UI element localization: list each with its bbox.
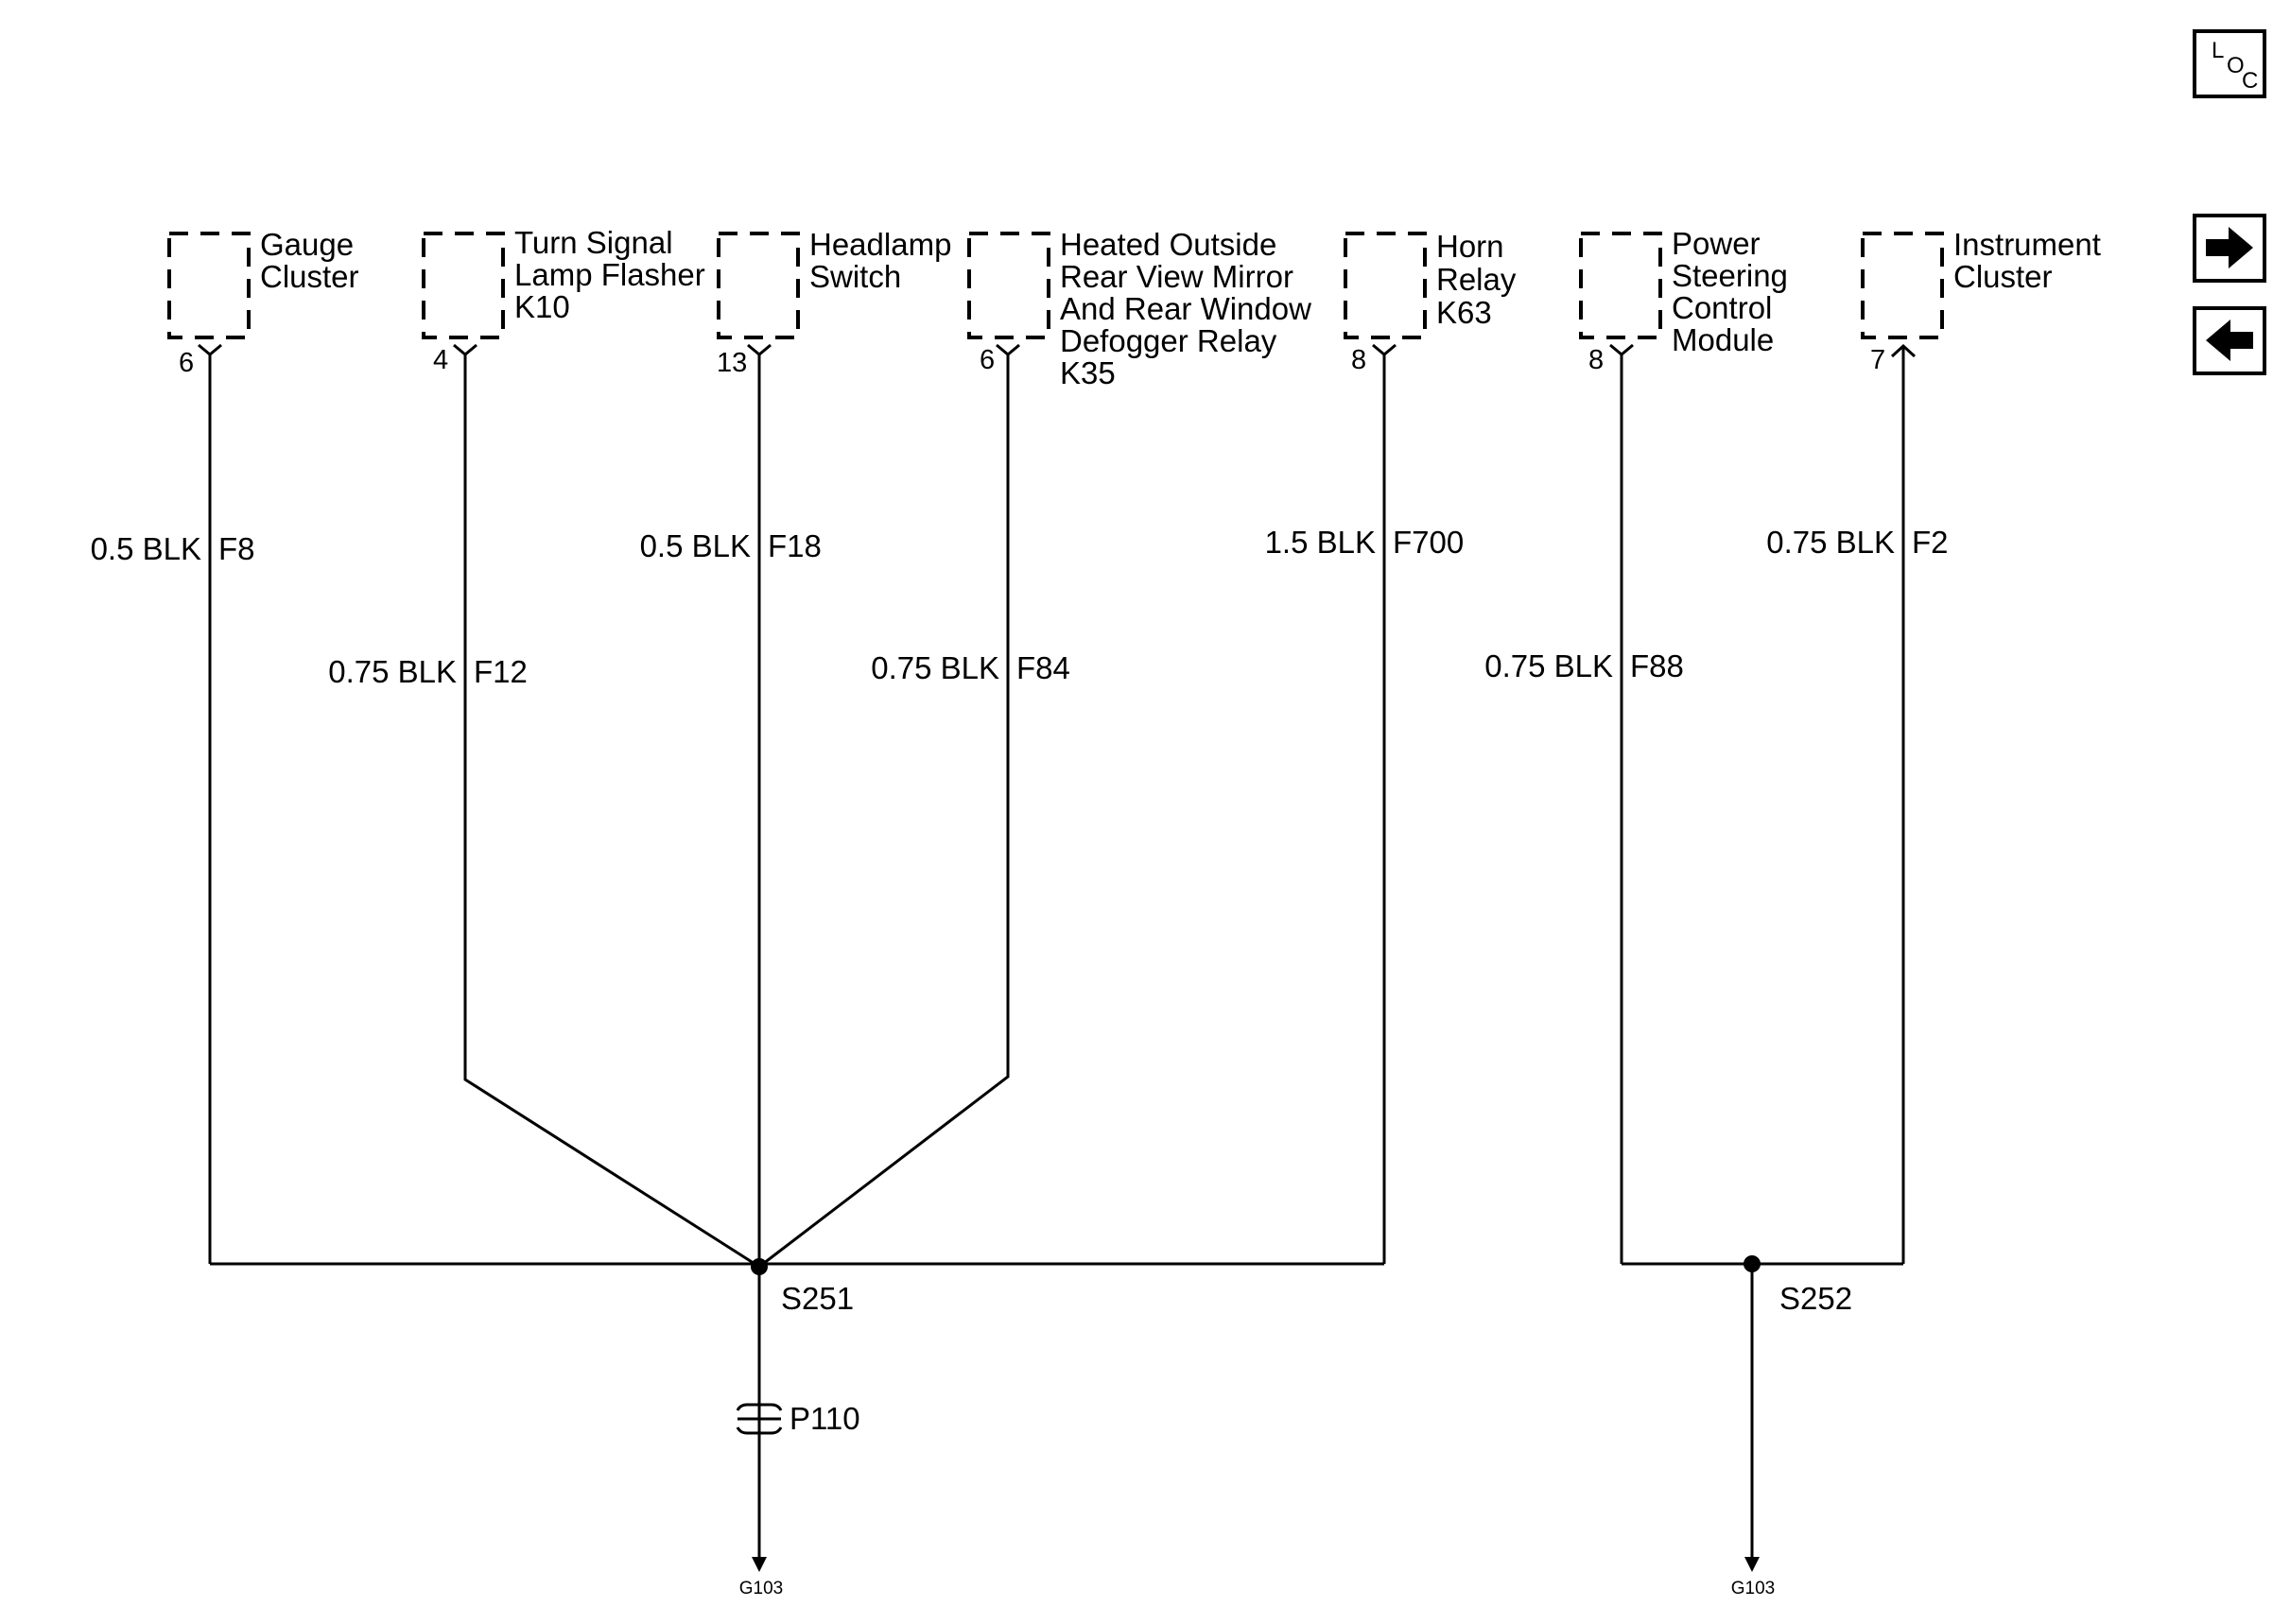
pin-number: 6 bbox=[980, 345, 995, 375]
component-label-line: Relay bbox=[1436, 262, 1517, 297]
wire-spec: 0.75 BLK bbox=[871, 650, 999, 685]
wire-labels: 0.5 BLK F8 0.75 BLK F12 0.5 BLK F18 0.75… bbox=[91, 525, 1949, 689]
pin-number: 8 bbox=[1351, 345, 1366, 375]
component-label-line: Rear View Mirror bbox=[1060, 259, 1293, 294]
component-turn-signal-lamp-flasher: Turn Signal Lamp Flasher K10 4 bbox=[422, 225, 714, 375]
ground-label-right: G103 bbox=[1731, 1579, 1775, 1598]
component-label-line: Switch bbox=[809, 259, 901, 294]
pin-number: 4 bbox=[433, 345, 448, 375]
component-instrument-cluster: Instrument Cluster 7 bbox=[1861, 227, 2109, 375]
component-label-line: Heated Outside bbox=[1060, 227, 1276, 262]
wire-circuit: F88 bbox=[1630, 648, 1684, 683]
component-label-line: Lamp Flasher bbox=[514, 257, 705, 292]
ground-label-left: G103 bbox=[739, 1579, 783, 1598]
component-gauge-cluster: Gauge Cluster 6 bbox=[167, 227, 362, 378]
wire-circuit: F700 bbox=[1393, 525, 1464, 560]
previous-page-button[interactable] bbox=[2193, 306, 2266, 375]
next-page-button[interactable] bbox=[2193, 214, 2266, 283]
wires bbox=[208, 348, 1905, 1269]
component-label-line: Cluster bbox=[260, 259, 359, 294]
loc-letter-o: O bbox=[2227, 53, 2245, 78]
wire-spec: 1.5 BLK bbox=[1265, 525, 1376, 560]
connector-p110: P110 bbox=[736, 1401, 860, 1436]
connector-label: P110 bbox=[789, 1401, 860, 1436]
wire-spec: 0.75 BLK bbox=[1766, 525, 1895, 560]
wire-spec: 0.75 BLK bbox=[328, 654, 457, 689]
wire-circuit: F2 bbox=[1912, 525, 1949, 560]
component-label-line: And Rear Window bbox=[1060, 291, 1311, 326]
wire-f84 bbox=[758, 354, 1010, 1269]
arrow-left-icon bbox=[2206, 320, 2253, 361]
component-defogger-relay: Heated Outside Rear View Mirror And Rear… bbox=[967, 227, 1320, 390]
svg-text:Headlamp Switch: Headlamp Switch bbox=[809, 227, 961, 294]
svg-text:Heated Outside Rear View: Heated Outside Rear View Mirror And Rear… bbox=[1060, 227, 1320, 390]
svg-text:Power Steering Con: Power Steering Control Module bbox=[1672, 226, 1796, 357]
component-horn-relay: Horn Relay K63 8 bbox=[1344, 229, 1525, 375]
ground-arrow-right bbox=[1744, 1557, 1760, 1572]
component-label-line: Steering bbox=[1672, 258, 1788, 293]
splice-label: S251 bbox=[781, 1281, 854, 1316]
splice-label: S252 bbox=[1779, 1281, 1852, 1316]
component-label-line: Defogger Relay bbox=[1060, 323, 1277, 358]
svg-text:Gauge Cluster: Gauge Cluster bbox=[260, 227, 362, 294]
arrow-right-icon bbox=[2206, 227, 2253, 268]
component-power-steering-control-module: Power Steering Control Module 8 bbox=[1579, 226, 1796, 375]
loc-letter-c: C bbox=[2242, 68, 2258, 94]
component-label-line: Power bbox=[1672, 226, 1761, 261]
wire-circuit: F8 bbox=[218, 531, 255, 566]
pin-number: 7 bbox=[1870, 345, 1885, 375]
component-label-line: Cluster bbox=[1953, 259, 2053, 294]
component-label-line: Module bbox=[1672, 322, 1774, 357]
component-label-line: K63 bbox=[1436, 295, 1492, 330]
wire-circuit: F12 bbox=[474, 654, 528, 689]
wire-spec: 0.5 BLK bbox=[640, 528, 751, 563]
svg-text:Turn Signal Lamp Flasher: Turn Signal Lamp Flasher K10 bbox=[514, 225, 714, 324]
component-label-line: Instrument bbox=[1953, 227, 2101, 262]
ground-arrow-left bbox=[752, 1557, 767, 1572]
component-label-line: Control bbox=[1672, 290, 1772, 325]
pin-number: 8 bbox=[1588, 345, 1604, 375]
component-label-line: K35 bbox=[1060, 355, 1116, 390]
wire-spec: 0.75 BLK bbox=[1484, 648, 1613, 683]
component-label-line: Headlamp bbox=[809, 227, 951, 262]
component-headlamp-switch: Headlamp Switch 13 bbox=[717, 227, 961, 378]
pin-number: 13 bbox=[717, 348, 747, 378]
component-label-line: Horn bbox=[1436, 229, 1504, 264]
component-label-line: Gauge bbox=[260, 227, 354, 262]
loc-button[interactable]: L O C bbox=[2193, 29, 2266, 98]
loc-letter-l: L bbox=[2212, 38, 2224, 63]
svg-text:Horn Relay K63: Horn Relay K63 bbox=[1436, 229, 1525, 330]
wire-circuit: F18 bbox=[768, 528, 822, 563]
wire-circuit: F84 bbox=[1016, 650, 1070, 685]
wire-spec: 0.5 BLK bbox=[91, 531, 201, 566]
svg-text:Instrument Cluster: Instrument Cluster bbox=[1953, 227, 2109, 294]
pin-number: 6 bbox=[179, 348, 194, 378]
component-label-line: K10 bbox=[514, 289, 570, 324]
splice-s251: S251 bbox=[751, 1258, 854, 1316]
component-label-line: Turn Signal bbox=[514, 225, 673, 260]
wire-f12 bbox=[463, 354, 760, 1269]
splice-s252: S252 bbox=[1744, 1255, 1852, 1316]
